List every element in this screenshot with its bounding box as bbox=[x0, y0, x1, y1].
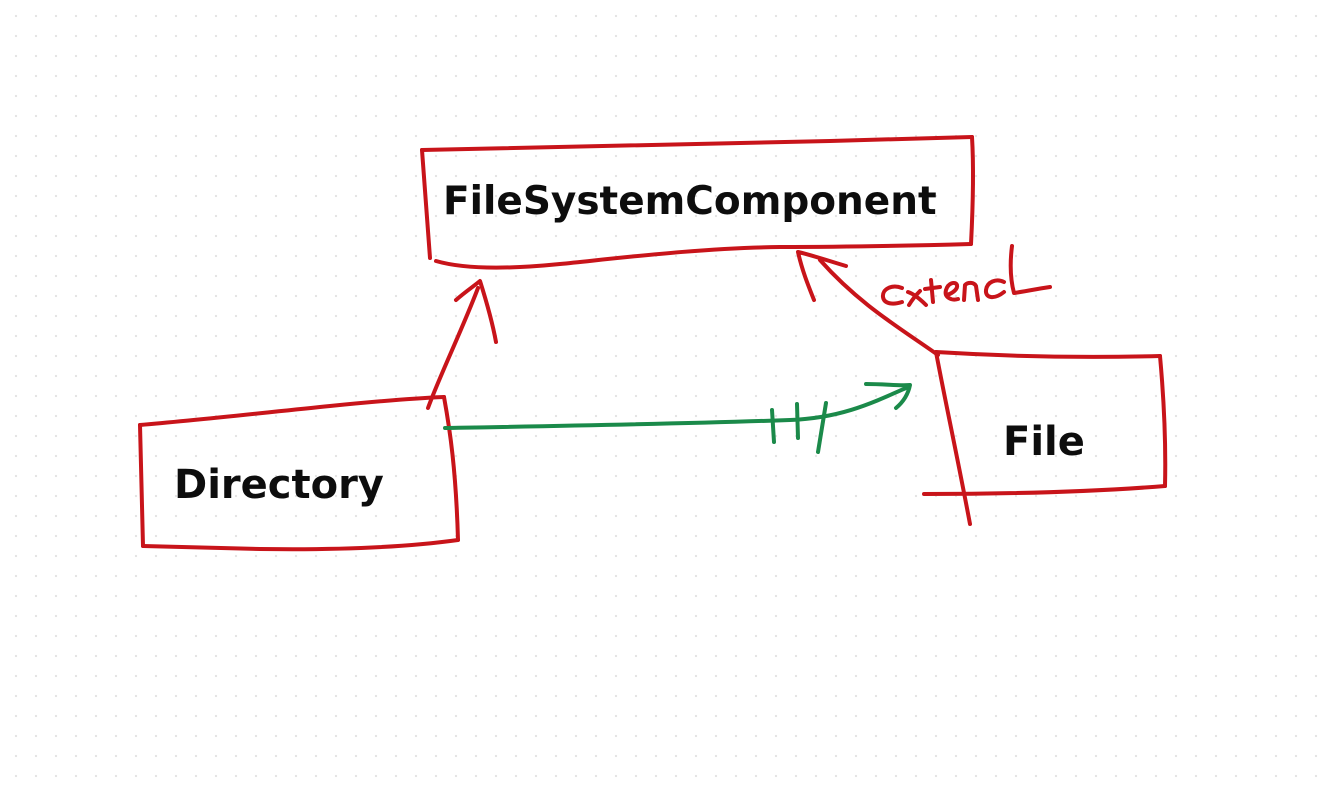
file-system-component-box bbox=[420, 135, 976, 270]
directory-to-component-arrow bbox=[426, 279, 498, 410]
directory-label: Directory bbox=[174, 462, 384, 508]
directory-to-file-arrow bbox=[443, 382, 912, 454]
directory-box bbox=[138, 395, 460, 552]
file-to-component-arrow bbox=[796, 250, 940, 357]
extend-annotation: extend bbox=[880, 244, 1052, 307]
file-system-component-label: FileSystemComponent bbox=[443, 179, 937, 224]
file-label: File bbox=[1003, 419, 1085, 465]
file-box bbox=[922, 350, 1168, 526]
